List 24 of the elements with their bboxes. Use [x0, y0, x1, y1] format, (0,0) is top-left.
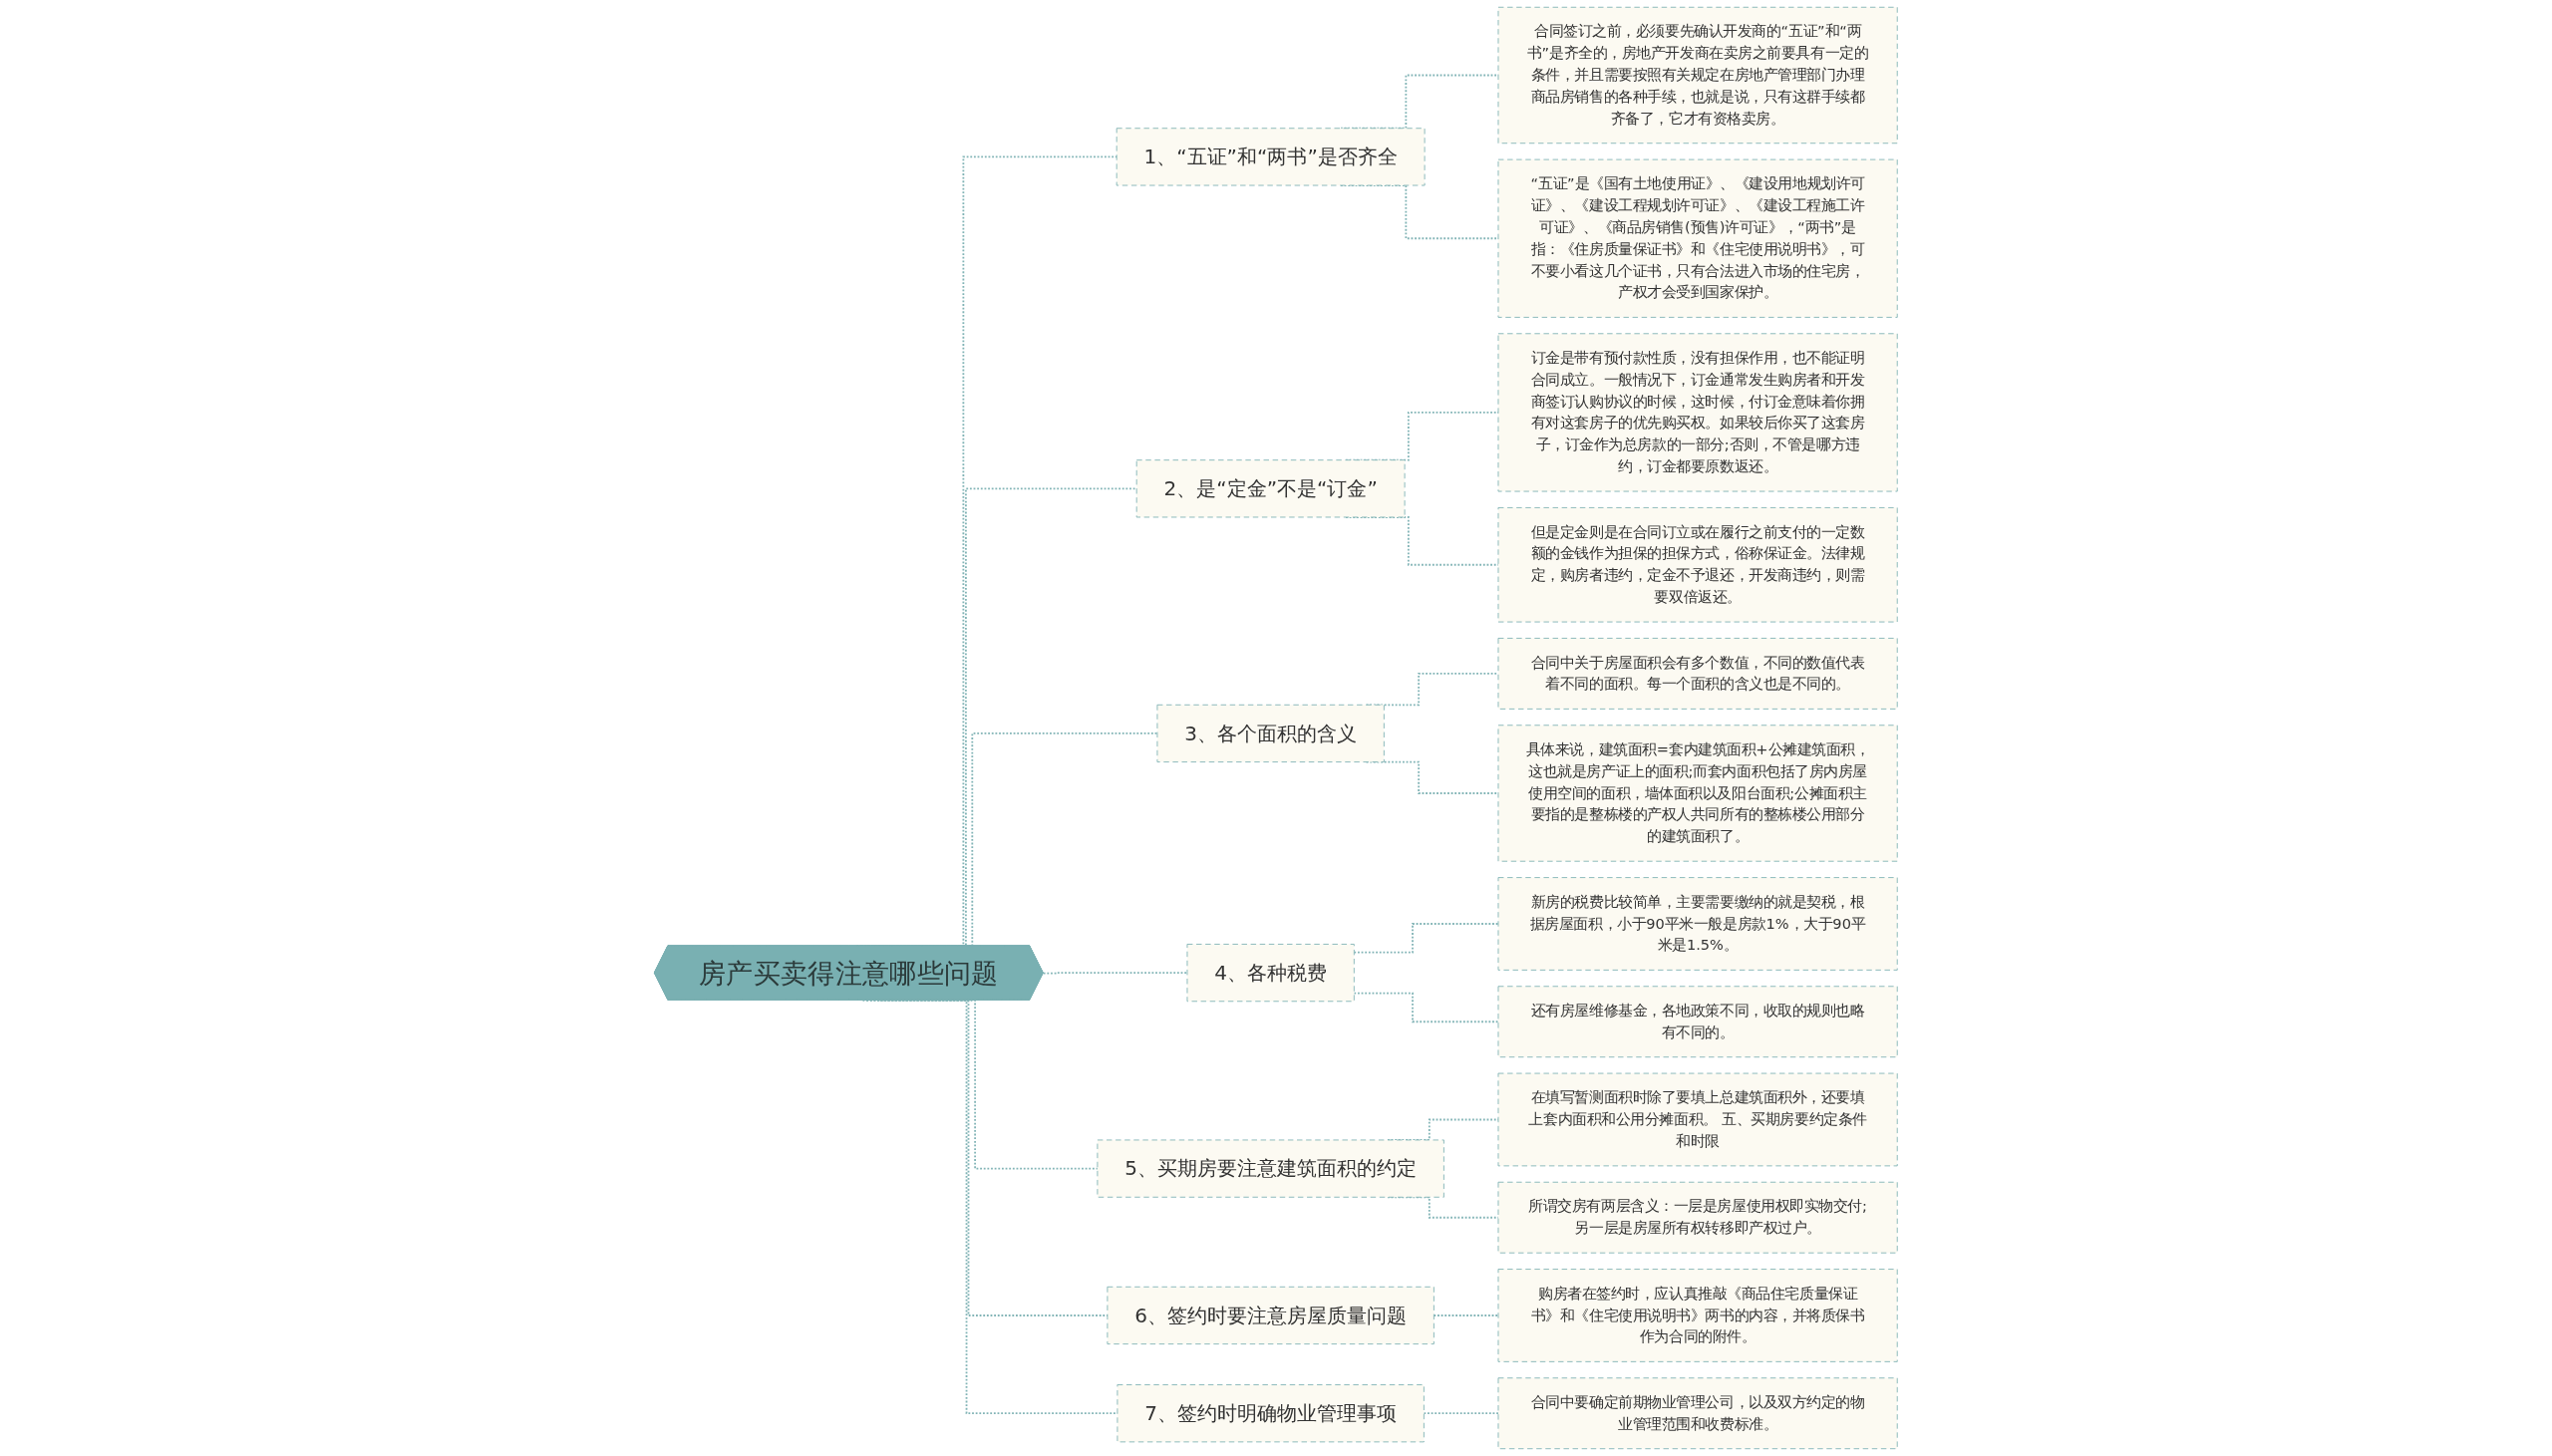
node-box: 新房的税费比较简单，主要需要缴纳的就是契税，根据房屋面积，小于90平米一般是房款1%，大于90平米是1.5%。 [1497, 877, 1898, 971]
node-box: 2、是“定金”不是“订金” [1135, 459, 1406, 518]
node-box: “五证”是《国有土地使用证》、《建设用地规划许可证》、《建设工程规划许可证》、《建设工程施工许可证》、《商品房销售(预售)许可证》，“两书”是指：《住房质量保证书》和《住宅使用说明书》，可不要小看这几个证书，只有合法进入市场的住宅房，产权才会受到国家保护。 [1497, 158, 1898, 318]
node-box: 5、买期房要注意建筑面积的约定 [1097, 1139, 1445, 1198]
node-box: 订金是带有预付款性质，没有担保作用，也不能证明合同成立。一般情况下，订金通常发生购房者和开发商签订认购协议的时候，这时候，付订金意味着你拥有对这套房子的优先购买权。如果较后你买了这套房子，订金作为总房款的一部分;否则，不管是哪方违约，订金都要原数返还。 [1497, 333, 1898, 492]
node-box: 4、各种税费 [1186, 944, 1356, 1003]
node-box: 3、各个面积的含义 [1156, 704, 1386, 763]
node-box: 具体来说，建筑面积=套内建筑面积+公摊建筑面积，这也就是房产证上的面积;而套内面积包括了房内房屋使用空间的面积，墙体面积以及阳台面积;公摊面积主要指的是整栋楼的产权人共同所有的整栋楼公用部分的建筑面积了。 [1497, 725, 1898, 862]
connector [1353, 992, 1500, 1023]
node-box: 所谓交房有两层含义：一层是房屋使用权即实物交付;另一层是房屋所有权转移即产权过户。 [1497, 1181, 1898, 1254]
node-box: 合同中要确定前期物业管理公司，以及双方约定的物业管理范围和收费标准。 [1497, 1377, 1898, 1450]
node-box: 7、签约时明确物业管理事项 [1116, 1384, 1426, 1443]
connector [1043, 972, 1189, 975]
node-box: 合同签订之前，必须要先确认开发商的“五证”和“两书”是齐全的，房地产开发商在卖房之前要具有一定的条件，并且需要按照有关规定在房地产管理部门办理商品房销售的各种手续，也就是说，只有这群手续都齐备了，它才有资格卖房。 [1497, 6, 1898, 145]
node-box: 合同中关于房屋面积会有多个数值，不同的数值代表着不同的面积。每一个面积的含义也是不同的。 [1497, 638, 1898, 710]
node-box: 1、“五证”和“两书”是否齐全 [1116, 128, 1426, 186]
node-box: 但是定金则是在合同订立或在履行之前支付的一定数额的金钱作为担保的担保方式，俗称保证金。法律规定，购房者违约，定金不予退还，开发商违约，则需要双倍返还。 [1497, 507, 1898, 623]
node-box: 还有房屋维修基金，各地政策不同，收取的规则也略有不同的。 [1497, 986, 1898, 1058]
connector [1433, 1314, 1500, 1316]
node-box: 在填写暂测面积时除了要填上总建筑面积外，还要填上套内面积和公用分摊面积。 五、买期房要约定条件和时限 [1497, 1072, 1898, 1167]
node-box: 6、签约时要注意房屋质量问题 [1107, 1286, 1436, 1345]
connector [1423, 1412, 1500, 1415]
node-box: 购房者在签约时，应认真推敲《商品住宅质量保证书》和《住宅使用说明书》两书的内容，并将质保书作为合同的附件。 [1497, 1269, 1898, 1362]
connector [1353, 923, 1500, 954]
